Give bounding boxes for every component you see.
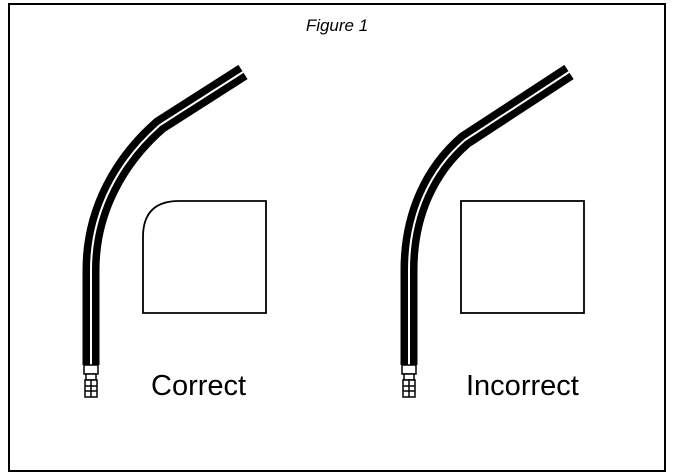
hose-incorrect bbox=[400, 64, 574, 365]
label-incorrect: Incorrect bbox=[466, 370, 579, 402]
box-sharp-corner bbox=[460, 200, 585, 314]
hose-stripe-incorrect bbox=[408, 71, 570, 365]
figure-frame bbox=[8, 3, 666, 472]
hose-correct bbox=[82, 64, 248, 365]
box-rounded-corner bbox=[142, 200, 267, 314]
panel-correct: Correct bbox=[82, 64, 267, 402]
hose-fitting-incorrect bbox=[401, 364, 417, 398]
label-correct: Correct bbox=[151, 370, 246, 402]
hose-fitting-correct bbox=[83, 364, 99, 398]
hose-stripe-correct bbox=[90, 71, 244, 365]
panel-incorrect: Incorrect bbox=[400, 64, 585, 402]
figure-caption: Figure 1 bbox=[306, 16, 368, 35]
